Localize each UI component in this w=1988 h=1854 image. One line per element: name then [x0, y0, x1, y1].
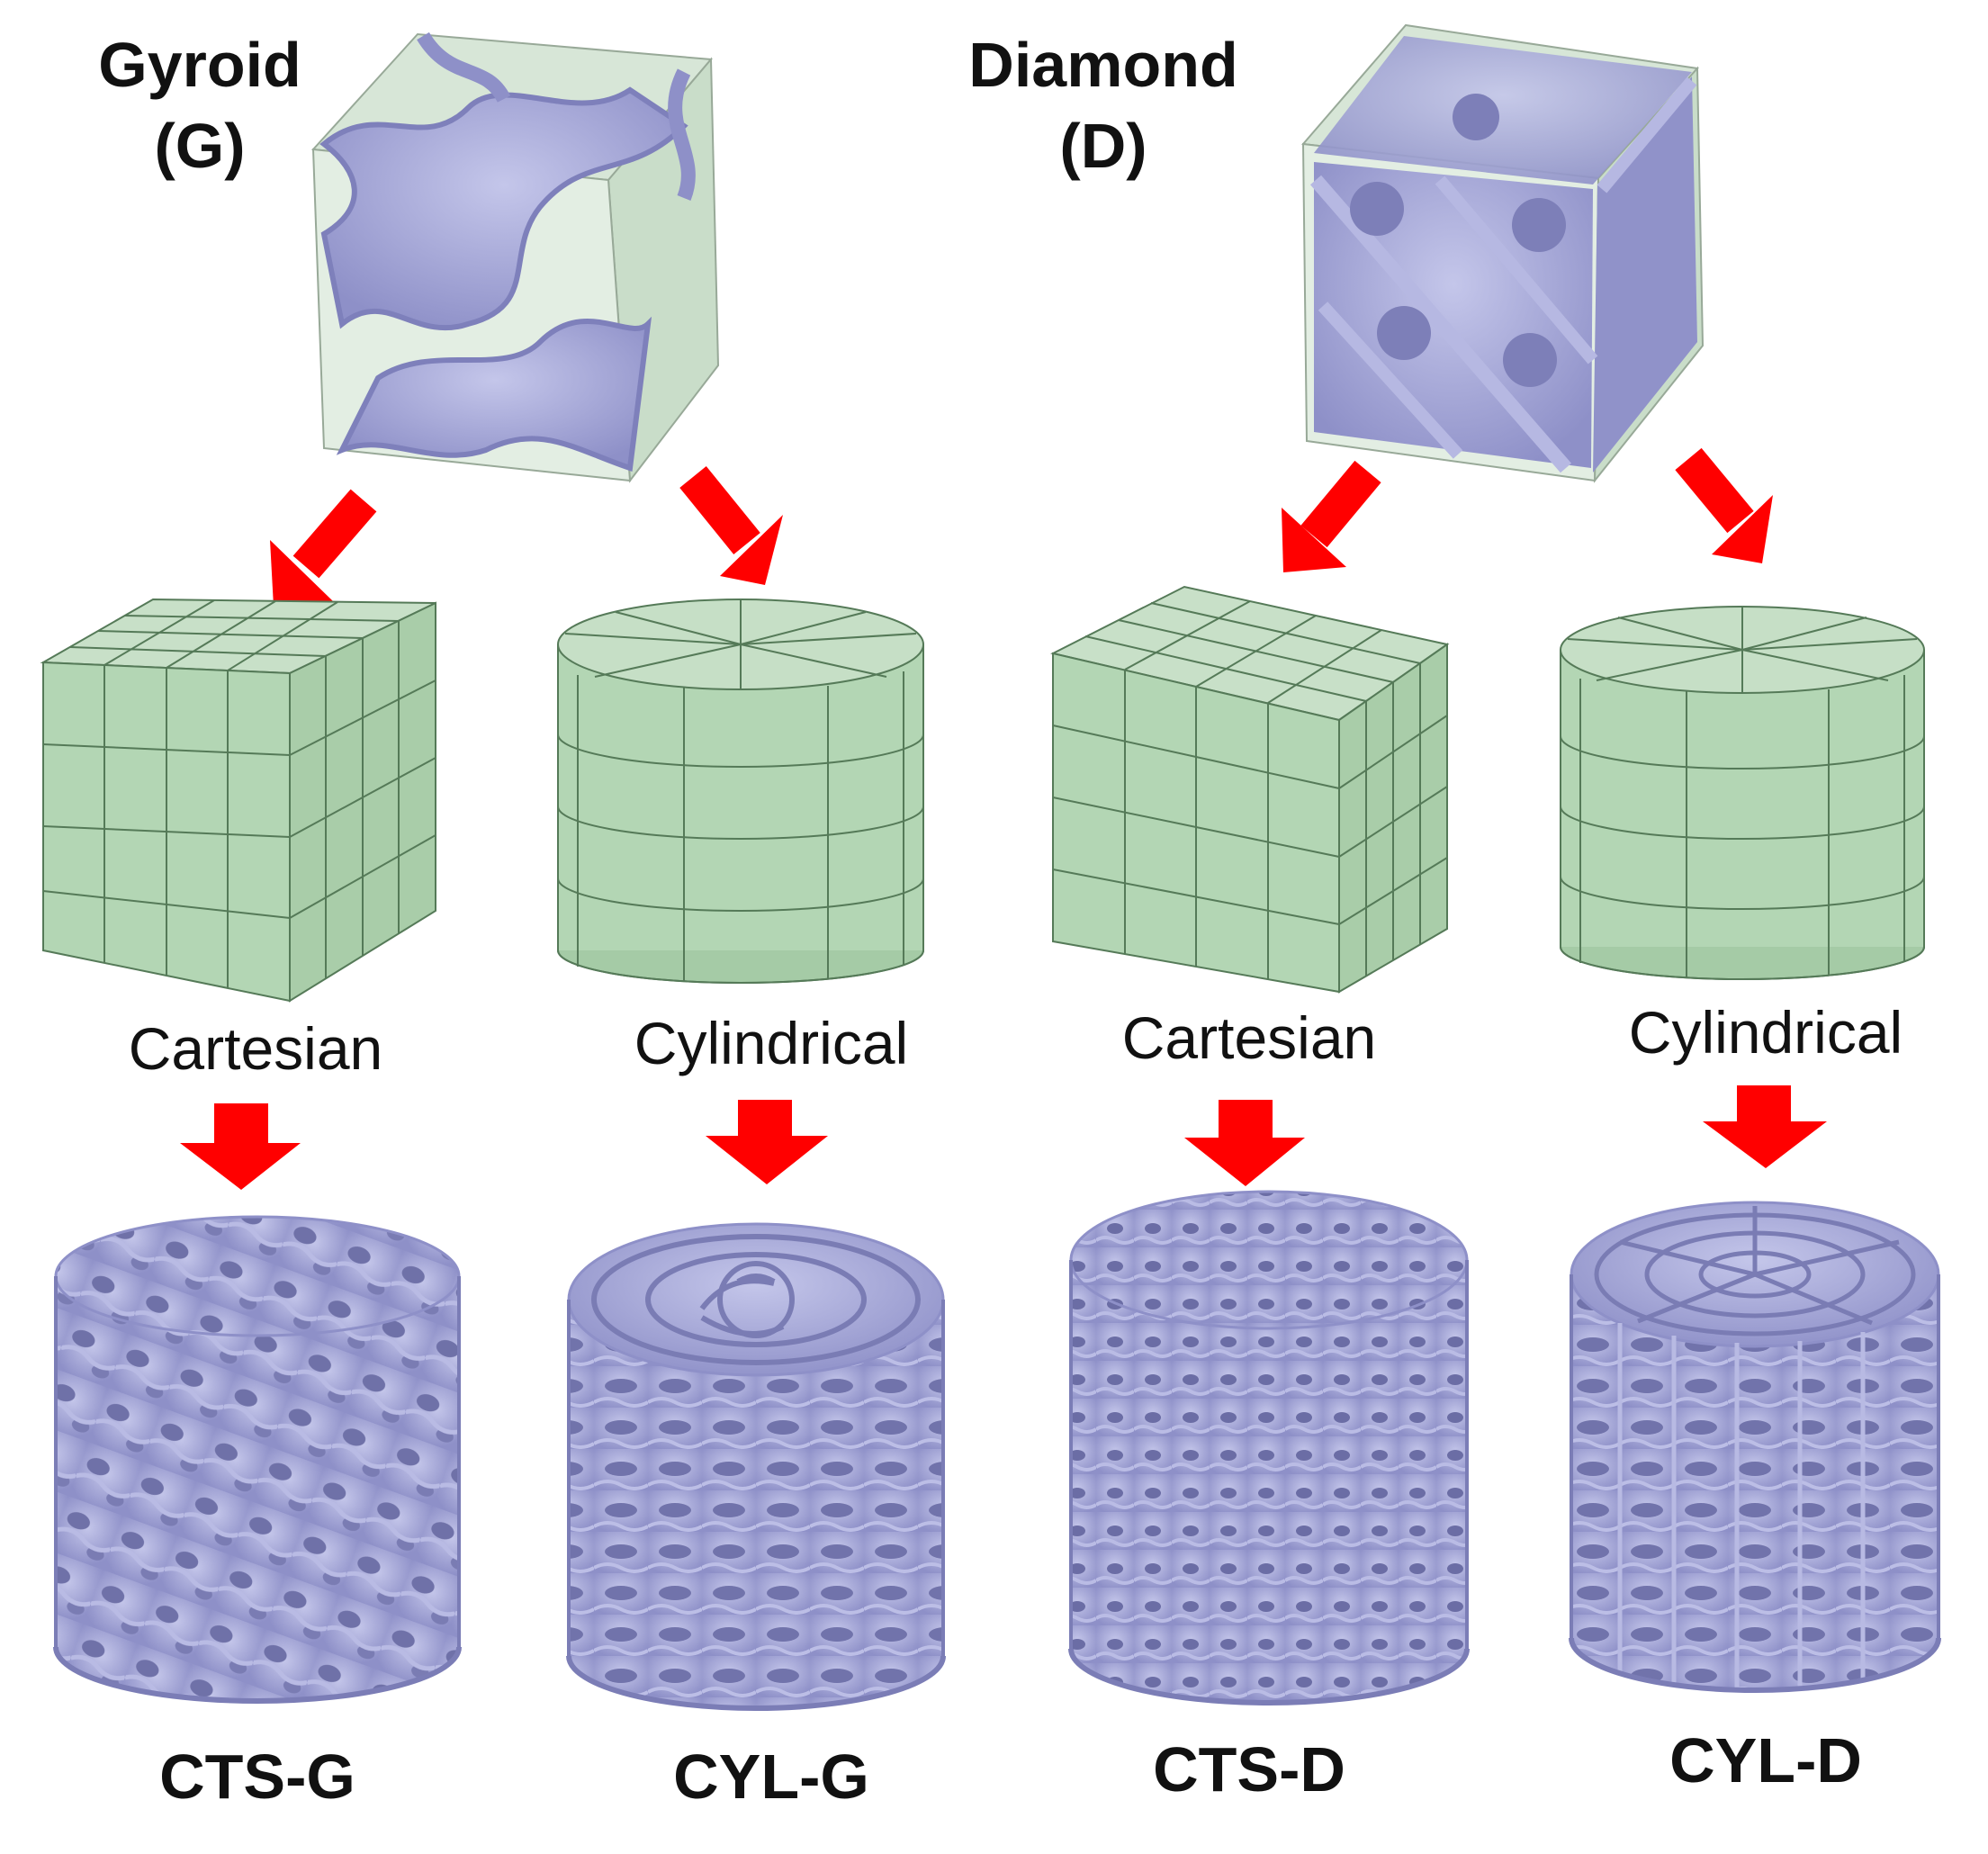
gyroid-title: Gyroid: [98, 30, 301, 100]
diamond-unit-cell: [1301, 23, 1705, 483]
diamond-title: Diamond: [968, 30, 1237, 100]
lattice-cyl-g: [566, 1222, 946, 1711]
cartesian-label-diamond: Cartesian: [1122, 1004, 1376, 1071]
diamond-abbrev: (D): [1059, 111, 1147, 181]
arrow-diamond-to-cartesian: [1282, 460, 1381, 572]
arrow-gyroid-to-cartesian: [270, 489, 377, 607]
down-arrow-cts-d: [1184, 1100, 1305, 1186]
cylindrical-label-diamond: Cylindrical: [1629, 999, 1903, 1066]
down-arrow-cyl-d: [1703, 1085, 1827, 1168]
cartesian-grid-cube-diamond: [1050, 585, 1450, 994]
cartesian-label-gyroid: Cartesian: [129, 1015, 382, 1082]
arrow-diamond-to-cylindrical: [1675, 447, 1773, 563]
cylindrical-grid-gyroid: [557, 598, 924, 984]
gyroid-unit-cell: [310, 32, 720, 483]
lattice-cyl-d: [1569, 1201, 1941, 1693]
down-arrow-cyl-g: [706, 1100, 828, 1184]
structure-label-cts-d: CTS-D: [1153, 1734, 1345, 1804]
gyroid-abbrev: (G): [154, 111, 245, 181]
lattice-cts-d: [1068, 1190, 1470, 1706]
cartesian-grid-cube-gyroid: [40, 598, 436, 1003]
structure-label-cts-g: CTS-G: [159, 1742, 355, 1812]
arrow-gyroid-to-cylindrical: [679, 466, 783, 585]
down-arrow-cts-g: [180, 1103, 301, 1190]
structure-label-cyl-d: CYL-D: [1669, 1725, 1862, 1796]
cylindrical-label-gyroid: Cylindrical: [634, 1010, 908, 1076]
cylindrical-grid-diamond: [1560, 606, 1925, 980]
lattice-cts-g: [53, 1215, 462, 1704]
structure-label-cyl-g: CYL-G: [673, 1742, 869, 1812]
